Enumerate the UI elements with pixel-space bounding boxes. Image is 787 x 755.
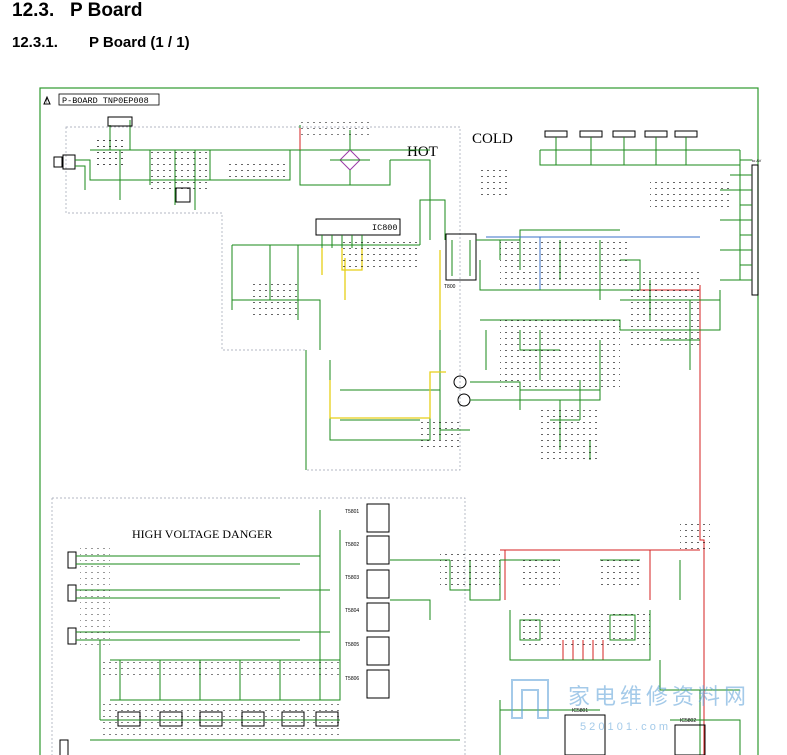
- t5803-label: T5803: [345, 575, 359, 581]
- transformer-t5805: [366, 636, 390, 666]
- hot-zone-outline: [65, 126, 461, 471]
- high-voltage-zone-label: HIGH VOLTAGE DANGER: [132, 527, 272, 541]
- t5801-label: T5801: [345, 509, 359, 515]
- transformer-t5801: [366, 503, 390, 533]
- t5805-label: T5805: [345, 642, 359, 648]
- section-heading: 12.3. P Board: [12, 0, 143, 22]
- high-voltage-zone-outline: [51, 497, 466, 755]
- t5804-label: T5804: [345, 608, 359, 614]
- t5806-label: T5806: [345, 676, 359, 682]
- watermark-url: 5 2 0 1 0 1 . c o m: [580, 721, 668, 733]
- board-tag: ! P-BOARD TNP0EP008: [43, 93, 160, 106]
- t5802-label: T5802: [345, 542, 359, 548]
- subsection-number: 12.3.1.: [12, 34, 58, 51]
- ic800-label: IC800: [372, 223, 398, 233]
- warning-triangle-icon: [43, 95, 51, 105]
- component-marks: [80, 120, 730, 740]
- transformer-t5802: [366, 535, 390, 565]
- ic5802-label: IC5802: [680, 718, 696, 724]
- ic5801-label: IC5801: [572, 708, 588, 714]
- subsection-heading: 12.3.1. P Board (1 / 1): [12, 34, 190, 51]
- transformer-t5806: [366, 669, 390, 699]
- secondary-circuit: [469, 130, 759, 755]
- watermark-logo-icon: [511, 679, 549, 719]
- board-tag-label: P-BOARD TNP0EP008: [62, 96, 149, 106]
- board-frame: [39, 87, 759, 755]
- watermark: 家电维修资料网 5 2 0 1 0 1 . c o m: [511, 679, 750, 733]
- transformer-stack: T5801 T5802 T5803 T5804 T5805 T5806: [345, 503, 390, 699]
- t800-label: T800: [444, 284, 456, 290]
- yellow-traces: [321, 248, 446, 419]
- section-number: 12.3.: [12, 0, 55, 21]
- hot-zone-label: HOT: [407, 144, 438, 160]
- svg-text:!: !: [46, 99, 48, 105]
- subsection-title: P Board (1 / 1): [89, 34, 190, 51]
- transformer-t5804: [366, 602, 390, 632]
- cold-zone-label: COLD: [472, 131, 513, 147]
- transformer-t5803: [366, 569, 390, 599]
- primary-circuit: [53, 116, 620, 470]
- av-connector-label: to AV: [752, 158, 762, 163]
- watermark-text: 家电维修资料网: [568, 685, 750, 710]
- section-title: P Board: [70, 0, 143, 21]
